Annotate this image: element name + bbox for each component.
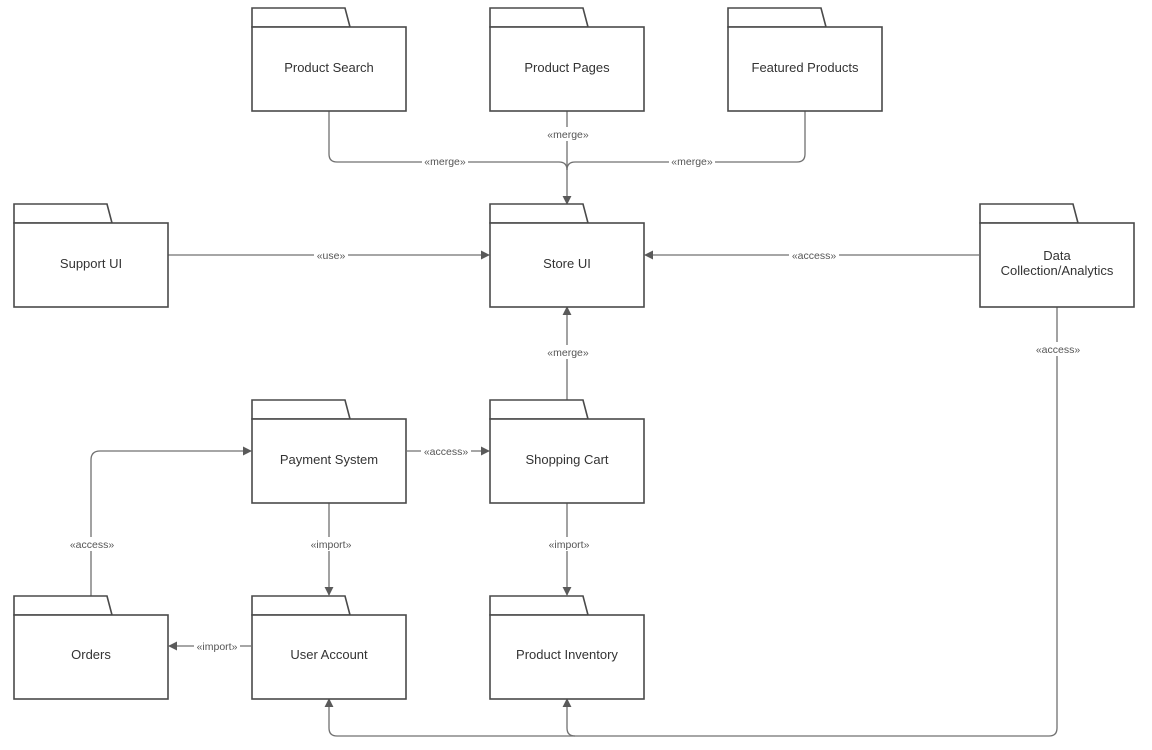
package-data-analytics-label-line1: Data bbox=[1043, 248, 1071, 263]
package-product-search[interactable]: Product Search bbox=[251, 7, 407, 112]
connector-search-to-store bbox=[328, 111, 568, 171]
package-payment-system-label: Payment System bbox=[280, 452, 378, 467]
package-featured-products[interactable]: Featured Products bbox=[727, 7, 883, 112]
package-support-ui-label: Support UI bbox=[60, 256, 122, 271]
label-cart-import: «import» bbox=[549, 539, 590, 551]
package-store-ui[interactable]: Store UI bbox=[489, 203, 645, 308]
package-data-analytics[interactable]: Data Collection/Analytics bbox=[979, 203, 1135, 308]
package-product-inventory[interactable]: Product Inventory bbox=[489, 595, 645, 700]
package-store-ui-label: Store UI bbox=[543, 256, 591, 271]
package-user-account-label: User Account bbox=[290, 647, 368, 662]
label-pages-merge: «merge» bbox=[547, 129, 589, 141]
package-product-pages[interactable]: Product Pages bbox=[489, 7, 645, 112]
label-cart-merge: «merge» bbox=[547, 347, 589, 359]
connector-featured-to-store bbox=[566, 111, 806, 171]
label-payment-import: «import» bbox=[311, 539, 352, 551]
package-product-search-label: Product Search bbox=[284, 60, 374, 75]
label-search-merge: «merge» bbox=[424, 156, 466, 168]
label-support-use: «use» bbox=[317, 250, 346, 262]
package-shopping-cart[interactable]: Shopping Cart bbox=[489, 399, 645, 504]
package-data-analytics-label-line2: Collection/Analytics bbox=[1001, 263, 1114, 278]
package-product-inventory-label: Product Inventory bbox=[516, 647, 618, 662]
label-analytics-bottom-access: «access» bbox=[1036, 344, 1081, 356]
package-support-ui[interactable]: Support UI bbox=[13, 203, 169, 308]
package-orders-label: Orders bbox=[71, 647, 111, 662]
connector-orders-to-payment bbox=[90, 446, 252, 596]
package-orders[interactable]: Orders bbox=[13, 595, 169, 700]
package-shopping-cart-label: Shopping Cart bbox=[525, 452, 608, 467]
connector-analytics-to-bottom bbox=[324, 307, 1058, 737]
package-payment-system[interactable]: Payment System bbox=[251, 399, 407, 504]
package-user-account[interactable]: User Account bbox=[251, 595, 407, 700]
label-featured-merge: «merge» bbox=[671, 156, 713, 168]
package-product-pages-label: Product Pages bbox=[524, 60, 610, 75]
package-featured-products-label: Featured Products bbox=[752, 60, 859, 75]
label-account-import: «import» bbox=[197, 641, 238, 653]
label-payment-access: «access» bbox=[424, 446, 469, 458]
label-orders-access: «access» bbox=[70, 539, 115, 551]
connector-labels: «merge» «merge» «merge» «use» «access» «… bbox=[67, 127, 1083, 653]
connector-analytics-to-inventory bbox=[562, 698, 576, 737]
label-analytics-access: «access» bbox=[792, 250, 837, 262]
